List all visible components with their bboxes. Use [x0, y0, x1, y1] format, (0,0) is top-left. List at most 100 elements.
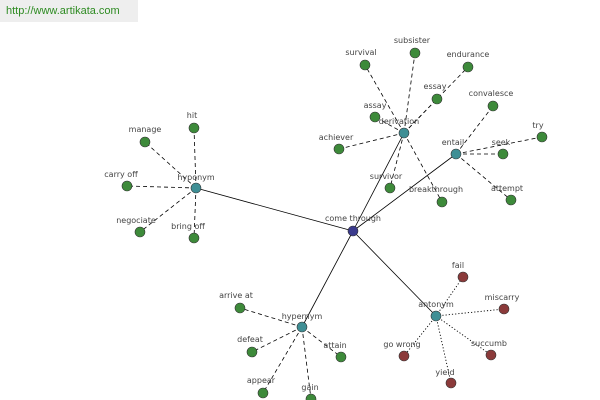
node-entail[interactable]: entail — [442, 138, 464, 160]
node-defeat[interactable]: defeat — [237, 335, 263, 358]
node-survivor[interactable]: survivor — [370, 172, 403, 194]
node-dot-manage[interactable] — [139, 136, 151, 148]
node-label-appear: appear — [247, 376, 276, 385]
node-try[interactable]: try — [532, 121, 548, 143]
node-label-defeat: defeat — [237, 335, 263, 344]
node-dot-hyponym[interactable] — [190, 182, 202, 194]
node-bring-off[interactable]: bring off — [171, 222, 205, 244]
node-convalesce[interactable]: convalesce — [469, 89, 514, 112]
node-label-fail: fail — [452, 261, 464, 270]
node-label-breakthrough: breakthrough — [409, 185, 463, 194]
node-label-succumb: succumb — [471, 339, 507, 348]
edge-come-through-hyponym — [195, 187, 354, 232]
node-essay[interactable]: essay — [424, 82, 447, 105]
node-hypernym[interactable]: hypernym — [282, 312, 323, 333]
node-dot-miscarry[interactable] — [498, 303, 510, 315]
node-seek[interactable]: seek — [492, 138, 511, 160]
edge-hypernym-defeat — [251, 326, 303, 353]
node-dot-hypernym[interactable] — [296, 321, 308, 333]
edge-hypernym-gain — [301, 326, 312, 400]
node-breakthrough[interactable]: breakthrough — [409, 185, 463, 208]
node-dot-gain[interactable] — [305, 393, 317, 400]
node-derivation[interactable]: derivation — [379, 117, 419, 139]
node-label-yield: yield — [435, 368, 454, 377]
node-dot-attempt[interactable] — [505, 194, 517, 206]
edge-derivation-survivor — [389, 132, 405, 189]
node-gain[interactable]: gain — [301, 383, 319, 400]
node-dot-negociate[interactable] — [134, 226, 146, 238]
site-url-link[interactable]: http://www.artikata.com — [6, 5, 120, 17]
node-dot-derivation[interactable] — [398, 127, 410, 139]
node-dot-yield[interactable] — [445, 377, 457, 389]
node-dot-antonym[interactable] — [430, 310, 442, 322]
edge-come-through-antonym — [352, 230, 437, 317]
node-label-negociate: negociate — [116, 216, 156, 225]
edge-hyponym-hit — [193, 127, 197, 189]
node-label-antonym: antonym — [418, 300, 454, 309]
node-attain[interactable]: attain — [323, 341, 347, 363]
node-dot-endurance[interactable] — [462, 61, 474, 73]
node-survival[interactable]: survival — [345, 48, 377, 71]
node-antonym[interactable]: antonym — [418, 300, 454, 322]
node-yield[interactable]: yield — [435, 368, 457, 389]
node-achiever[interactable]: achiever — [319, 133, 354, 155]
edge-entail-try — [455, 136, 543, 155]
node-dot-convalesce[interactable] — [487, 100, 499, 112]
node-dot-hit[interactable] — [188, 122, 200, 134]
node-come-through[interactable]: come through — [325, 214, 381, 237]
node-dot-go-wrong[interactable] — [398, 350, 410, 362]
node-subsister[interactable]: subsister — [394, 36, 431, 59]
edge-hyponym-bring-off — [193, 187, 197, 239]
edge-entail-convalesce — [455, 105, 494, 155]
node-dot-defeat[interactable] — [246, 346, 258, 358]
node-succumb[interactable]: succumb — [471, 339, 507, 361]
node-fail[interactable]: fail — [452, 261, 469, 283]
node-label-go-wrong: go wrong — [383, 340, 420, 349]
edge-antonym-fail — [435, 276, 464, 317]
graph-nodes: hit manage carry off negociate bring off surv… — [104, 36, 548, 400]
node-dot-attain[interactable] — [335, 351, 347, 363]
node-label-endurance: endurance — [447, 50, 490, 59]
node-dot-appear[interactable] — [257, 387, 269, 399]
node-endurance[interactable]: endurance — [447, 50, 490, 73]
node-assay[interactable]: assay — [364, 101, 387, 123]
node-dot-assay[interactable] — [369, 111, 381, 123]
node-dot-entail[interactable] — [450, 148, 462, 160]
edge-hyponym-manage — [144, 141, 197, 189]
node-dot-succumb[interactable] — [485, 349, 497, 361]
node-dot-survivor[interactable] — [384, 182, 396, 194]
node-dot-carry-off[interactable] — [121, 180, 133, 192]
node-negociate[interactable]: negociate — [116, 216, 156, 238]
node-dot-seek[interactable] — [497, 148, 509, 160]
node-hyponym[interactable]: hyponym — [177, 173, 215, 194]
node-label-hypernym: hypernym — [282, 312, 323, 321]
node-dot-essay[interactable] — [431, 93, 443, 105]
node-label-essay: essay — [424, 82, 447, 91]
edge-antonym-go-wrong — [403, 315, 437, 357]
node-dot-achiever[interactable] — [333, 143, 345, 155]
node-dot-come-through[interactable] — [347, 225, 359, 237]
node-miscarry[interactable]: miscarry — [485, 293, 520, 315]
node-appear[interactable]: appear — [247, 376, 276, 399]
node-label-hyponym: hyponym — [177, 173, 215, 182]
node-arrive-at[interactable]: arrive at — [219, 291, 253, 314]
edge-antonym-succumb — [435, 315, 492, 356]
node-carry-off[interactable]: carry off — [104, 170, 138, 192]
node-label-entail: entail — [442, 138, 464, 147]
node-dot-breakthrough[interactable] — [436, 196, 448, 208]
site-url-badge: http://www.artikata.com — [0, 0, 138, 22]
node-go-wrong[interactable]: go wrong — [383, 340, 421, 362]
node-manage[interactable]: manage — [129, 125, 162, 148]
node-dot-bring-off[interactable] — [188, 232, 200, 244]
node-dot-arrive-at[interactable] — [234, 302, 246, 314]
node-hit[interactable]: hit — [187, 111, 200, 134]
node-dot-survival[interactable] — [359, 59, 371, 71]
node-attempt[interactable]: attempt — [491, 184, 523, 206]
edge-hypernym-arrive-at — [239, 307, 303, 328]
node-dot-subsister[interactable] — [409, 47, 421, 59]
node-dot-fail[interactable] — [457, 271, 469, 283]
node-label-gain: gain — [301, 383, 318, 392]
node-dot-try[interactable] — [536, 131, 548, 143]
